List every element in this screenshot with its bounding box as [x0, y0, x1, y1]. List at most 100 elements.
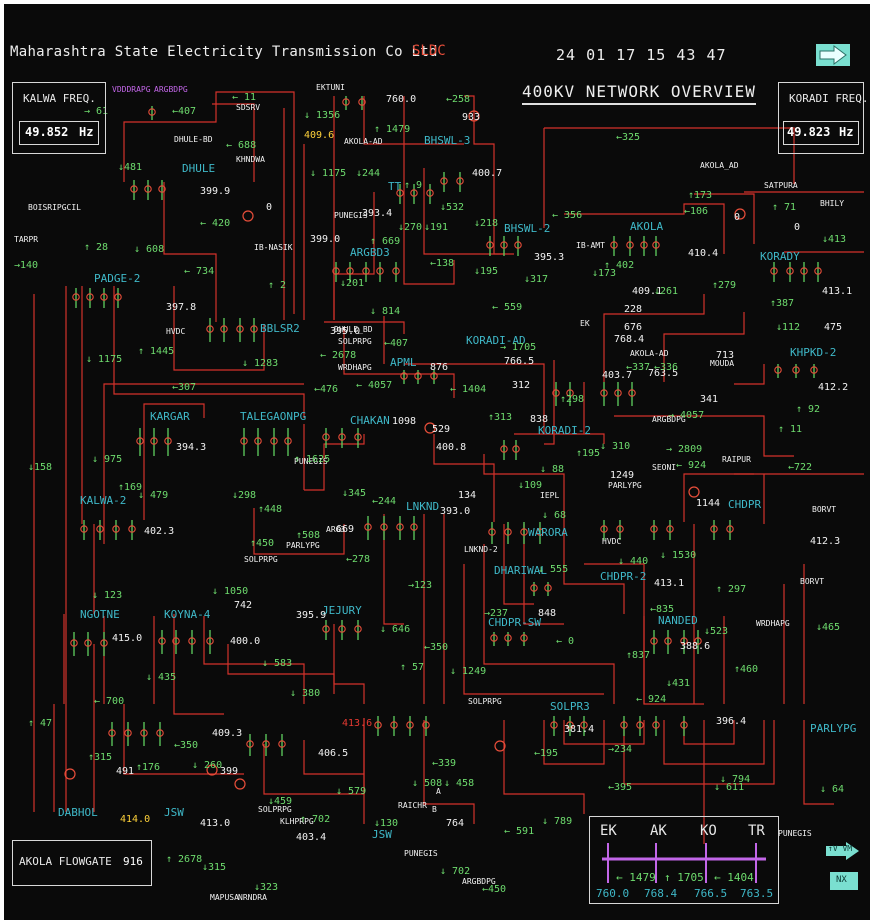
flow-readout: →237	[484, 608, 508, 619]
flow-readout: 0	[266, 202, 272, 213]
flow-readout: ↓ 583	[262, 658, 292, 669]
station-label: RAICHR	[398, 801, 427, 810]
flow-readout: ↓523	[704, 626, 728, 637]
next-page-button[interactable]: NX	[830, 872, 858, 890]
flow-readout: 764	[446, 818, 464, 829]
flow-readout: ←278	[346, 554, 370, 565]
flow-readout: ↑279	[712, 280, 736, 291]
flow-readout: ←835	[650, 604, 674, 615]
flow-readout: ← 559	[492, 302, 522, 313]
flow-readout: ↓ 975	[92, 454, 122, 465]
station-label: DHULE	[182, 162, 215, 175]
voltage-readout: 395.3	[534, 252, 564, 263]
flow-readout: ←395	[608, 782, 632, 793]
voltage-readout: 760.0	[386, 94, 416, 105]
voltage-screen-button[interactable]: ↑V VM	[826, 842, 860, 860]
flow-readout: 876	[430, 362, 448, 373]
flow-readout: ↓ 68	[542, 510, 566, 521]
flow-readout: 312	[512, 380, 530, 391]
flow-readout: ↓244	[356, 168, 380, 179]
voltage-readout: 412.3	[810, 536, 840, 547]
flow-readout: ↑298	[560, 394, 584, 405]
station-label: WARORA	[528, 526, 568, 539]
flow-readout: ↑ 28	[84, 242, 108, 253]
flow-readout: ↓191	[424, 222, 448, 233]
flow-readout: ↑ 402	[604, 260, 634, 271]
transmission-line	[664, 720, 764, 764]
flow-readout: → 1705	[500, 342, 536, 353]
flow-readout: ↓459	[268, 796, 292, 807]
flow-readout: ←350	[174, 740, 198, 751]
station-label: KHPKD-2	[790, 346, 836, 359]
flow-readout: ↓315	[202, 862, 226, 873]
network-diagram: VDDDRAPGARGBDPGDHULE-BDDHULESDSRVKHNDWAE…	[4, 4, 870, 920]
flow-readout: ←138	[430, 258, 454, 269]
station-label: CHDPR	[728, 498, 761, 511]
station-label: EK	[580, 319, 590, 328]
flow-readout: ↓ 608	[134, 244, 164, 255]
flow-readout: ↓ 702	[440, 866, 470, 877]
voltage-readout: 1098	[392, 416, 416, 427]
flow-readout: ↑ 57	[400, 662, 424, 673]
flow-readout: ←195	[534, 748, 558, 759]
flow-readout: ↑195	[576, 448, 600, 459]
flow-readout: ↑ 47	[28, 718, 52, 729]
transmission-line	[264, 718, 364, 794]
station-label: NANDED	[658, 614, 698, 627]
voltage-readout: 768.4	[614, 334, 644, 345]
flow-readout: ↓ 555	[538, 564, 568, 575]
screen-title: 400KV NETWORK OVERVIEW	[522, 82, 756, 105]
next-screen-button[interactable]	[816, 44, 850, 66]
flow-readout: ↓ 1175	[86, 354, 122, 365]
flow-readout: ←258	[446, 94, 470, 105]
flow-readout: ↑ 71	[772, 202, 796, 213]
flow-readout: ← 1404	[450, 384, 486, 395]
station-label: BHSWL-2	[504, 222, 550, 235]
flow-readout: 228	[624, 304, 642, 315]
station-label: BOISRIPGCIL	[28, 203, 81, 212]
flow-readout: ←307	[172, 382, 196, 393]
flow-readout: ↓ 794	[720, 774, 750, 785]
station-label: SATPURA	[764, 181, 798, 190]
station-label: TARPR	[14, 235, 38, 244]
station-label: WRDHAPG	[338, 363, 372, 372]
flow-readout: 838	[530, 414, 548, 425]
station-label: IB-AMT	[576, 241, 605, 250]
station-label: SOLPRPG	[244, 555, 278, 564]
station-label: SOLPRPG	[468, 697, 502, 706]
flow-readout: → 2809	[666, 444, 702, 455]
flowgate-kv-ak: 768.4	[644, 887, 677, 900]
station-label: KALWA-2	[80, 494, 126, 507]
flowgate-kv-ek: 760.0	[596, 887, 629, 900]
flow-readout: ↓ 458	[444, 778, 474, 789]
station-label: NRNDRA	[238, 893, 267, 902]
station-label: PUNEGIS	[778, 829, 812, 838]
voltage-readout: 399.0	[310, 234, 340, 245]
station-label: B	[432, 805, 437, 814]
flow-readout: ←407	[384, 338, 408, 349]
flow-readout: 341	[700, 394, 718, 405]
next-page-label: NX	[836, 875, 847, 885]
flow-readout: ↓195	[474, 266, 498, 277]
voltage-readout: 400.0	[230, 636, 260, 647]
flow-readout: 933	[462, 112, 480, 123]
voltage-readout: 415.0	[112, 633, 142, 644]
station-label: DABHOL	[58, 806, 98, 819]
flow-readout: ←339	[432, 758, 456, 769]
flow-readout: ↓ 440	[618, 556, 648, 567]
koradi-frequency-panel: KORADI FREQ. 49.823 Hz	[778, 82, 864, 154]
flow-readout: 0	[734, 212, 740, 223]
voltage-readout: 393.4	[362, 208, 392, 219]
flow-readout: ↓ 310	[600, 441, 630, 452]
station-label: JEJURY	[322, 604, 362, 617]
flow-readout: ↑ 1625	[294, 454, 330, 465]
station-label: SEONI	[652, 463, 676, 472]
flow-readout: ↓ 380	[290, 688, 320, 699]
flow-readout: ↓ 260	[192, 760, 222, 771]
flowgate-kv-tr: 763.5	[740, 887, 773, 900]
flow-readout: ↓298	[232, 490, 256, 501]
next-arrow-icon	[816, 44, 850, 66]
voltage-readout: 413.1	[822, 286, 852, 297]
kalwa-frequency-unit: Hz	[79, 125, 93, 139]
flow-readout: 0	[794, 222, 800, 233]
